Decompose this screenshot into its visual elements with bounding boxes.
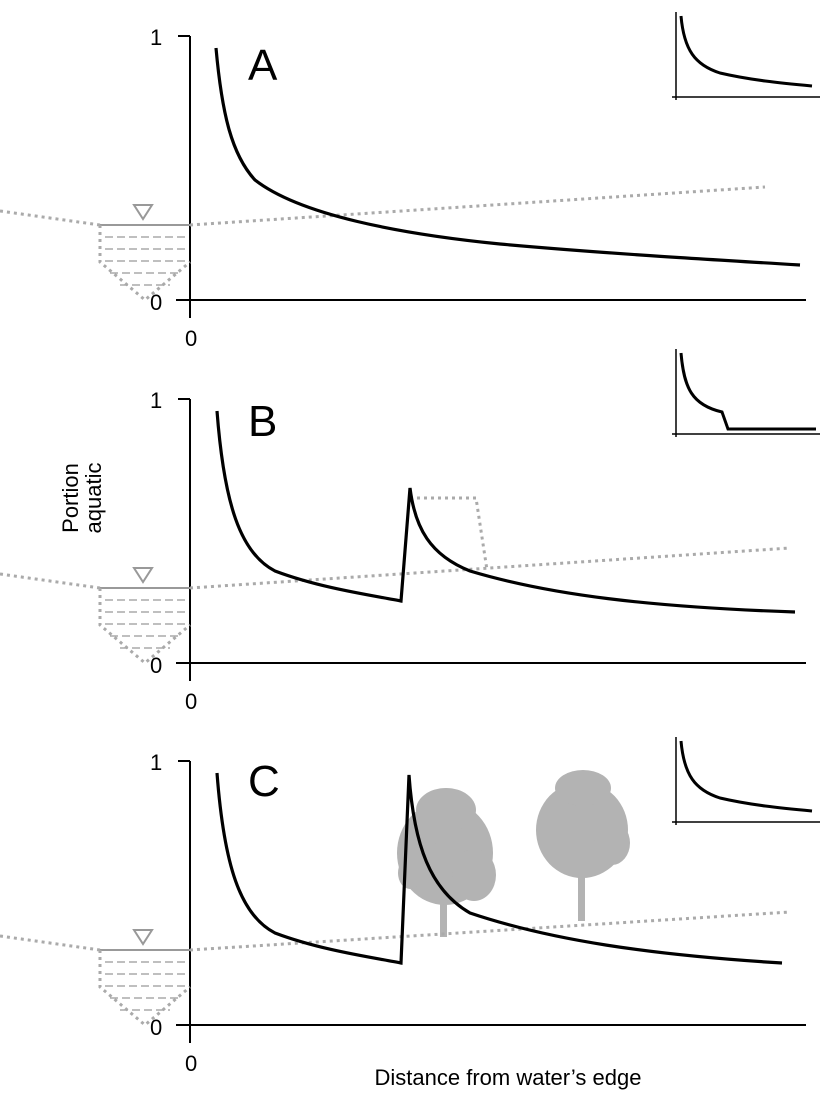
inset-curve <box>679 15 813 88</box>
channel-diagram <box>98 567 191 665</box>
panel-a: 1 0 0 A <box>0 12 820 351</box>
x-tick-label-zero: 0 <box>185 689 197 714</box>
inset-curve <box>679 740 813 813</box>
ground-surface-left <box>0 209 101 227</box>
water-level-marker-icon <box>132 204 154 221</box>
portion-aquatic-curve <box>215 410 796 614</box>
y-tick-label-top: 1 <box>150 388 162 413</box>
y-tick-label-bottom: 0 <box>150 290 162 315</box>
panel-label: C <box>248 757 280 806</box>
ground-surface-line <box>189 185 766 227</box>
water-level-marker-icon <box>132 567 154 584</box>
ground-surface-line <box>189 546 791 590</box>
channel-diagram <box>98 929 191 1027</box>
ground-surface-line <box>189 910 791 952</box>
y-tick-label-top: 1 <box>150 25 162 50</box>
y-tick-label-bottom: 0 <box>150 653 162 678</box>
channel-diagram <box>98 204 191 302</box>
inset-curve <box>679 352 816 431</box>
y-tick-label-top: 1 <box>150 750 162 775</box>
y-tick-label-bottom: 0 <box>150 1015 162 1040</box>
ground-surface-left <box>0 934 101 952</box>
tree-icon <box>536 770 630 921</box>
panel-c: 1 0 0 C <box>0 737 820 1090</box>
ground-surface-left <box>0 572 101 590</box>
portion-aquatic-curve <box>214 47 801 267</box>
y-axis-title-line-1: Portion <box>58 463 83 533</box>
y-axis-title-line-2: aquatic <box>81 463 106 534</box>
tree-icon <box>397 788 496 937</box>
water-level-marker-icon <box>132 929 154 946</box>
inset <box>672 12 820 100</box>
y-axis-title: Portion aquatic <box>58 463 106 534</box>
x-tick-label-zero: 0 <box>185 326 197 351</box>
panel-label: A <box>248 41 278 90</box>
portion-aquatic-curve <box>215 772 783 965</box>
x-tick-label-zero: 0 <box>185 1051 197 1076</box>
panel-label: B <box>248 397 277 446</box>
x-axis-title: Distance from water’s edge <box>375 1065 642 1090</box>
panel-b: 1 0 0 B Portion aquatic <box>0 349 820 714</box>
raised-feature-outline <box>410 496 489 571</box>
inset <box>672 737 820 825</box>
inset <box>672 349 820 437</box>
